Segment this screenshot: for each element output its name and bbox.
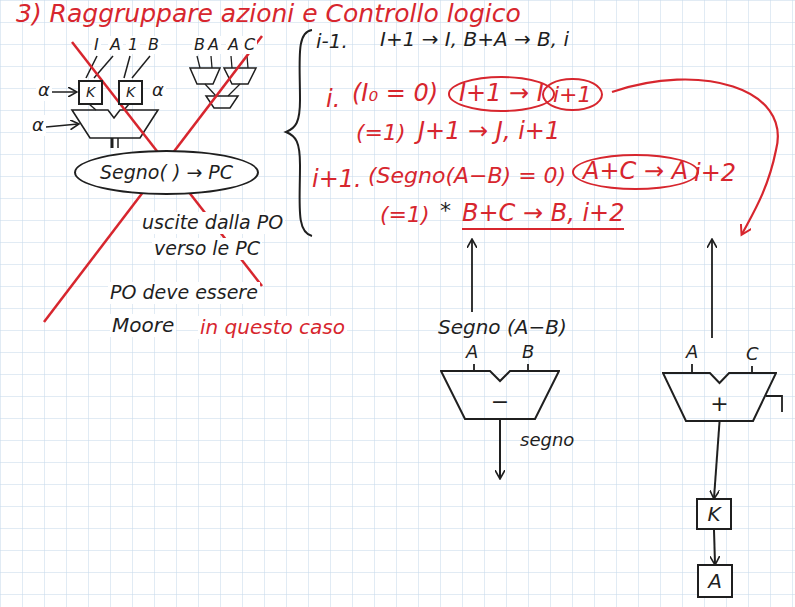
note-text: I [92, 36, 101, 54]
note-text: (I₀ = 0) [352, 80, 438, 108]
note-text: B [522, 342, 534, 363]
note-text: α [150, 80, 166, 101]
register-box: K [78, 80, 103, 105]
node-text: A [708, 570, 722, 592]
note-text: Moore [110, 314, 176, 337]
note-text: i+2 [694, 160, 736, 188]
note-text: C [242, 36, 257, 54]
note-text: C [746, 344, 759, 365]
note-text: Segno (A−B) [438, 316, 567, 339]
note-text: * [440, 198, 451, 223]
page-title: 3) Raggruppare azioni e Controllo logico [16, 0, 521, 29]
note-text: A [226, 36, 241, 54]
connector-arrow [714, 422, 720, 498]
note-text: verso le PC [152, 238, 262, 260]
note-text: A [108, 36, 123, 54]
node-text: + [710, 392, 728, 416]
node-text: K [86, 85, 95, 100]
note-text: A [466, 342, 478, 363]
note-text: i-1. [316, 30, 348, 53]
note-text: A [206, 36, 221, 54]
alu-symbol: + [662, 372, 777, 422]
alu-symbol: − [440, 370, 560, 420]
note-text: i+1 [542, 78, 603, 111]
note-text: uscite dalla PO [140, 212, 285, 234]
note-text: B [192, 36, 207, 54]
note-text: B+C → B, i+2 [462, 200, 624, 230]
pc-ellipse: Segno( ) → PC [74, 150, 259, 195]
note-text: in questo caso [198, 316, 347, 339]
note-text: A [686, 342, 698, 363]
note-text: (=1) [356, 120, 406, 145]
node-text: − [491, 390, 509, 414]
note-text: (=1) [380, 202, 430, 227]
note-text: α [30, 115, 46, 136]
register-box: A [697, 564, 733, 598]
note-text: PO deve essere [108, 282, 260, 304]
note-text: i+1. [312, 166, 362, 194]
register-box: K [696, 498, 732, 530]
connector-arrow [714, 530, 715, 564]
node-text: K [707, 503, 720, 525]
node-text: K [126, 85, 135, 100]
note-text: i. [326, 86, 340, 114]
note-text: (Segno(A−B) = 0) [368, 163, 566, 188]
note-text: 1 [126, 36, 140, 54]
note-text: A+C → A [572, 154, 699, 190]
register-box: K [118, 80, 143, 105]
note-text: α [36, 80, 52, 101]
note-text: I+1 → I, B+A → B, i [380, 28, 569, 51]
node-text: Segno( ) → PC [100, 162, 233, 183]
note-text: B [146, 36, 161, 54]
note-text: J+1 → J, i+1 [418, 118, 560, 146]
note-text: I+1 → I [448, 76, 555, 112]
note-text: segno [520, 430, 574, 451]
